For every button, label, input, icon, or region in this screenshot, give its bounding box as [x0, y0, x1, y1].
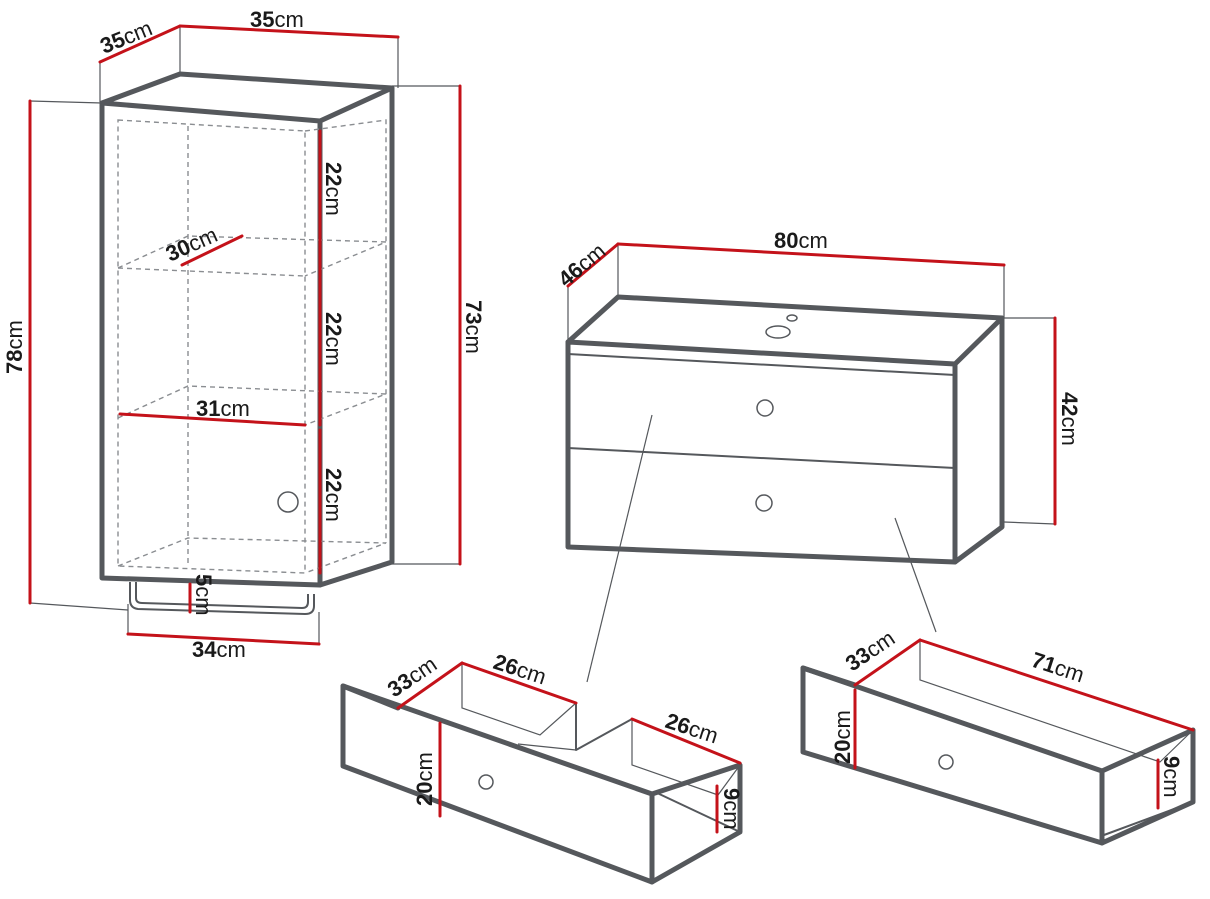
top-drawer-left-compartment: [461, 663, 577, 736]
cabinet-door-knob: [277, 491, 299, 513]
dim-base-width: [126, 632, 321, 646]
vanity-ext-right: [1003, 317, 1056, 525]
cabinet-top-edge: [99, 71, 395, 106]
label-cabinet-width: 35cm: [250, 7, 304, 32]
top-drawer-knob: [478, 774, 494, 790]
faucet-hole: [765, 325, 791, 339]
label-bottom-drawer-depth: 33cm: [841, 625, 900, 676]
vanity-unit: 46cm 80cm 42cm: [553, 228, 1082, 683]
label-cabinet-inner-width: 31cm: [196, 396, 250, 421]
shelf-lower: [117, 385, 387, 426]
top-drawer-front: [340, 683, 655, 885]
label-shelf-gap-middle: 22cm: [321, 312, 346, 366]
shelf-upper-front: [117, 267, 306, 277]
vanity-ext-top: [567, 244, 1005, 340]
bottom-drawer-front-top: [800, 665, 858, 688]
label-bottom-drawer-front-height: 20cm: [830, 710, 855, 764]
dim-cabinet-inner-width: [118, 412, 307, 427]
top-drawer-front-top: [340, 683, 401, 711]
vanity-drawer-knob-bottom: [755, 494, 773, 512]
vanity-drawer-knob-top: [756, 399, 774, 417]
cabinet-ext-right: [392, 85, 460, 565]
dim-shelf-depth: [180, 234, 244, 267]
label-vanity-height: 42cm: [1057, 392, 1082, 446]
vanity-side: [952, 315, 1005, 565]
dim-cabinet-depth: [98, 24, 182, 64]
cabinet-leg-frame: [129, 582, 315, 615]
bottom-drawer-side: [1099, 727, 1196, 846]
label-leg-height: 5cm: [191, 574, 216, 616]
dim-vanity-depth: [566, 242, 620, 288]
dim-bottom-drawer-depth: [853, 638, 922, 687]
dim-top-drawer-right-width: [630, 717, 742, 765]
label-vanity-width: 80cm: [774, 228, 828, 253]
label-top-drawer-side-height: 9cm: [719, 788, 744, 830]
dim-bottom-drawer-width: [918, 638, 1195, 732]
label-vanity-depth: 46cm: [553, 238, 610, 292]
cabinet-side: [317, 85, 395, 588]
dim-cabinet-width: [178, 24, 400, 39]
cabinet-inner-frame: [117, 119, 306, 574]
cabinet-ext-top: [99, 26, 399, 102]
top-drawer-side: [649, 762, 743, 885]
label-top-drawer-front-height: 20cm: [412, 752, 437, 806]
vanity-countertop-line: [567, 353, 956, 376]
top-drawer: 33cm 26cm 26cm 20cm 9cm: [340, 649, 744, 885]
dim-top-drawer-left-width: [460, 661, 578, 705]
label-bottom-drawer-side-height: 9cm: [1159, 756, 1184, 798]
bottom-drawer-inner: [919, 640, 1194, 763]
shelf-bottom: [117, 537, 387, 574]
top-drawer-right-compartment: [631, 719, 741, 796]
cabinet-inner-side: [304, 119, 387, 543]
label-shelf-gap-bottom: 22cm: [321, 468, 346, 522]
top-drawer-divider: [517, 743, 577, 751]
faucet-hole-small: [786, 314, 798, 322]
leader-bottom-drawer: [894, 517, 937, 633]
bottom-drawer-back-outline: [854, 639, 1194, 836]
cabinet-ext-base: [127, 604, 320, 644]
label-cabinet-body-height: 73cm: [461, 300, 486, 354]
shelf-upper: [117, 235, 387, 277]
label-top-drawer-depth: 33cm: [383, 651, 442, 702]
label-base-width: 34cm: [192, 637, 246, 662]
cabinet-ext-left: [29, 100, 129, 611]
bottom-drawer-knob: [938, 754, 954, 770]
cabinet-leg-inner: [135, 582, 309, 609]
vanity-drawer-divider: [567, 447, 956, 469]
label-cabinet-total-height: 78cm: [2, 320, 27, 374]
dim-vanity-width: [616, 242, 1006, 267]
tall-cabinet: 35cm 35cm 78cm 73cm 22cm 22cm 22cm 30cm …: [2, 7, 486, 662]
dim-top-drawer-depth: [396, 661, 464, 710]
label-bottom-drawer-width: 71cm: [1028, 647, 1087, 687]
label-shelf-gap-top: 22cm: [321, 162, 346, 216]
label-cabinet-depth: 35cm: [97, 15, 156, 58]
bottom-drawer: 33cm 71cm 20cm 9cm: [800, 625, 1196, 846]
leader-top-drawer: [586, 414, 653, 683]
